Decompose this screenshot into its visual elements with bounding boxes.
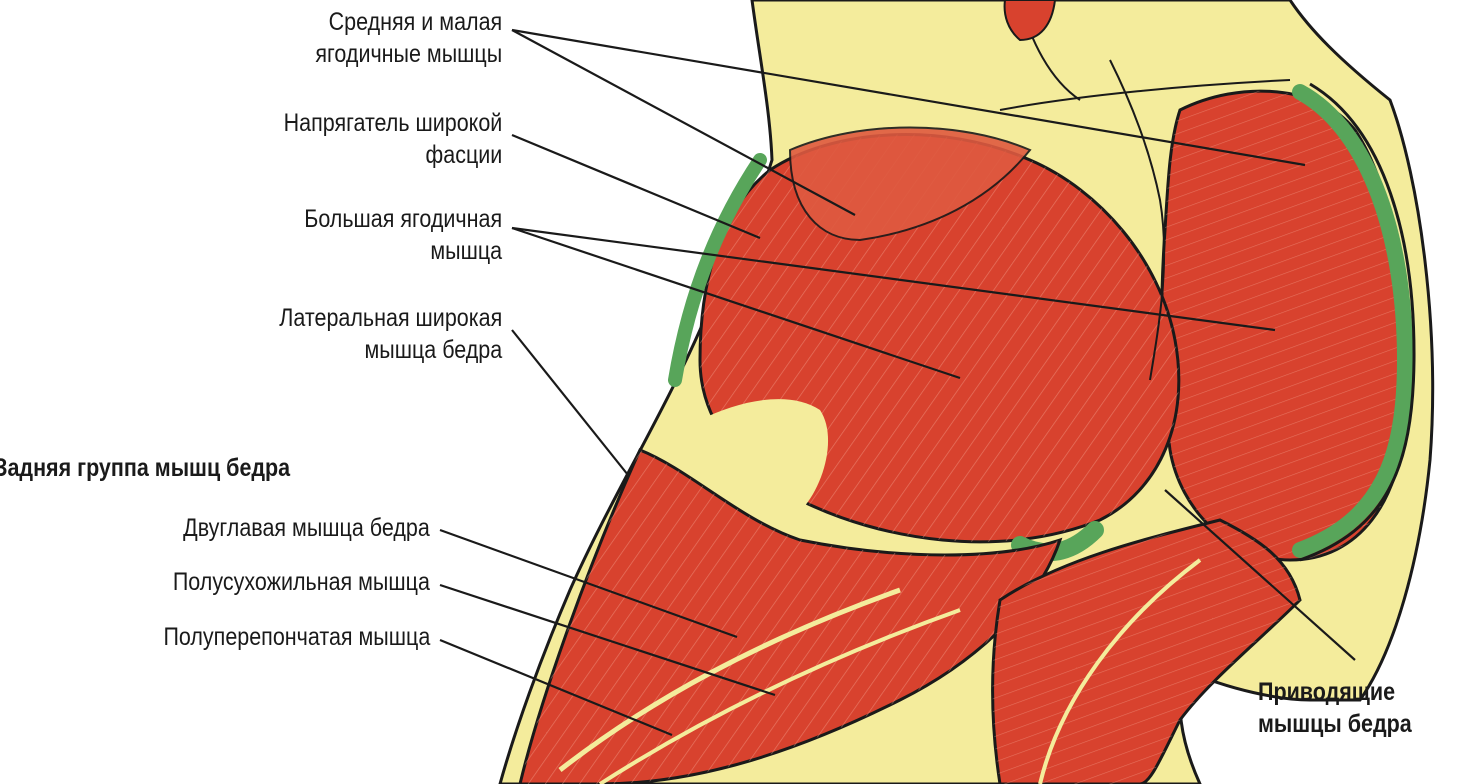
label-gluteus-maximus: Большая ягодичная мышца (304, 203, 502, 267)
label-semitendinosus: Полусухожильная мышца (173, 566, 430, 598)
label-semimembranosus: Полуперепончатая мышца (163, 621, 430, 653)
label-vastus-lateralis: Латеральная широкая мышца бедра (279, 302, 502, 366)
label-tensor-fasciae-latae: Напрягатель широкой фасции (283, 107, 502, 171)
label-adductors: Приводящие мышцы бедра (1258, 676, 1412, 740)
label-hamstrings-group: Задняя группа мышц бедра (0, 452, 290, 484)
label-gluteus-medius-minimus: Средняя и малая ягодичные мышцы (315, 6, 502, 70)
label-biceps-femoris: Двуглавая мышца бедра (183, 512, 430, 544)
